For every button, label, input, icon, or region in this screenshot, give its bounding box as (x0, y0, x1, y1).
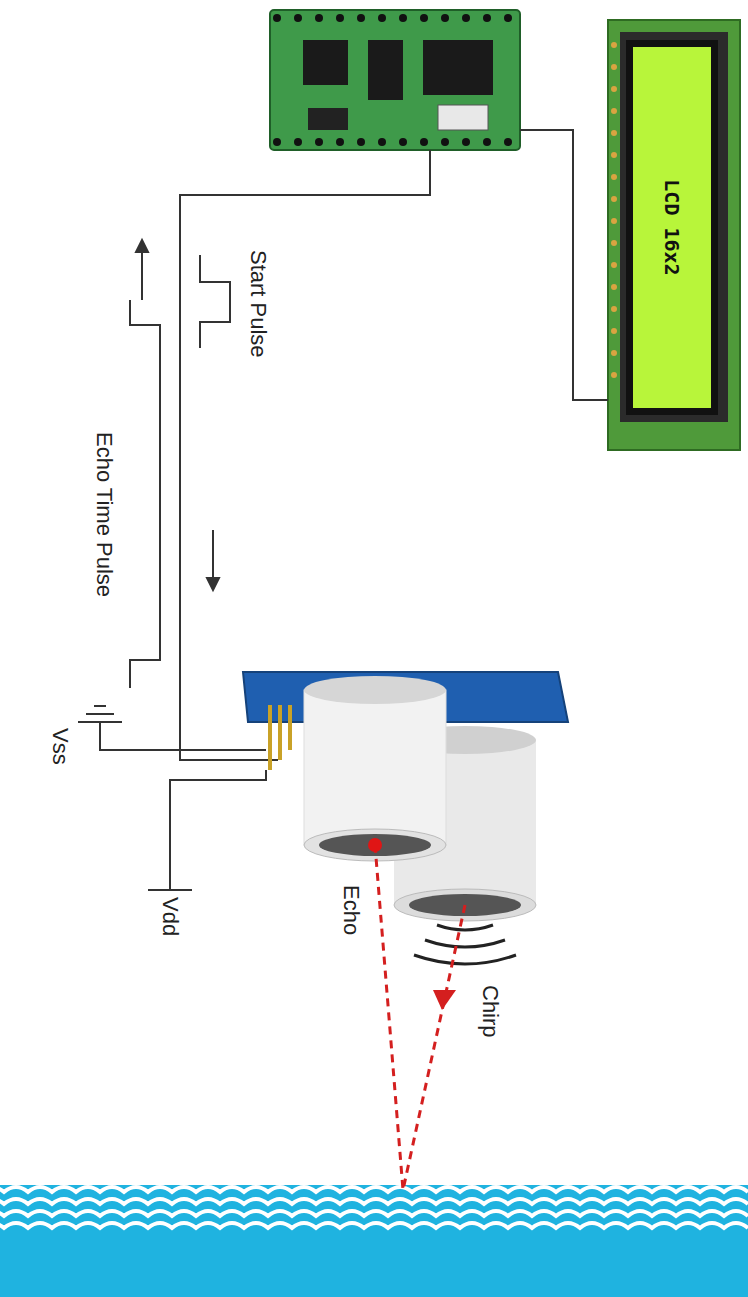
vdd-symbol (148, 889, 192, 891)
ground-symbol (78, 706, 122, 722)
start-pulse (200, 255, 230, 348)
direction-arrows (136, 240, 219, 590)
lcd-pins (611, 42, 617, 378)
supply-label: Vdd (158, 897, 182, 936)
microcontroller-board (270, 10, 520, 150)
supply-label: Vss (48, 728, 72, 765)
chip (308, 108, 348, 130)
chip (303, 40, 348, 85)
lcd-screen: LCD 16x2 (626, 40, 718, 415)
echo-transducer (304, 676, 446, 861)
echo-time-pulse (130, 300, 160, 688)
lcd-bezel (620, 32, 728, 422)
chip (368, 40, 403, 100)
signal-label: Echo Time Pulse (92, 432, 116, 597)
node-text: LCD 16x2 (660, 179, 684, 275)
chirp-arrowhead (433, 990, 456, 1010)
sound-path (375, 845, 465, 1190)
water (0, 1185, 748, 1297)
water-waves (0, 1187, 748, 1228)
lcd-pcb (608, 20, 740, 450)
chip (423, 40, 493, 95)
echo-dot (368, 838, 382, 852)
component (438, 105, 488, 130)
board-pins (273, 14, 512, 146)
sound-waves (414, 925, 516, 964)
signal-label: Start Pulse (246, 250, 270, 358)
sensor-pins (270, 705, 290, 770)
chirp-label: Chirp (478, 985, 502, 1038)
echo-label: Echo (339, 885, 363, 935)
